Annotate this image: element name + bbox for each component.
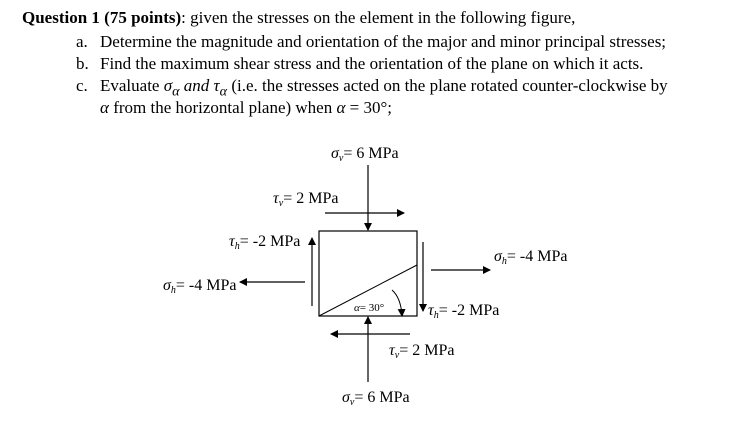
sigma-h-left-label: σh= -4 MPa: [163, 277, 236, 296]
tau-v-top-label: τv= 2 MPa: [273, 190, 338, 209]
tau-h-left-label: τh= -2 MPa: [229, 233, 300, 252]
angle-arc: [391, 289, 406, 317]
alpha-symbol: α: [100, 98, 109, 117]
item-c-label: c.: [76, 76, 88, 95]
item-c-continuation: α from the horizontal plane) when α = 30…: [100, 98, 392, 118]
item-b: b. Find the maximum shear stress and the …: [76, 54, 643, 74]
item-c-pre: Evaluate: [100, 76, 164, 95]
item-b-text: Find the maximum shear stress and the or…: [100, 54, 644, 73]
tau-h-right-label: τh= -2 MPa: [428, 302, 499, 321]
item-c-cond-text: = 30°;: [345, 98, 393, 117]
sigma-alpha-symbol: σα: [163, 76, 180, 100]
item-c-post: (i.e. the stresses acted on the plane ro…: [227, 76, 668, 95]
tau-alpha-symbol: τα: [213, 76, 228, 100]
sigma-v-bottom-label: σv= 6 MPa: [342, 389, 410, 408]
and-word: and: [179, 76, 214, 95]
tau-v-bottom-label: τv= 2 MPa: [389, 342, 454, 361]
item-a-text: Determine the magnitude and orientation …: [100, 32, 667, 51]
alpha-angle-label: α= 30°: [354, 302, 384, 314]
item-a-label: a.: [76, 32, 88, 51]
alpha-condition-symbol: α: [336, 98, 346, 117]
question-intro: : given the stresses on the element in t…: [181, 8, 576, 27]
sigma-v-top-label: σv= 6 MPa: [331, 145, 399, 164]
sigma-h-right-label: σh= -4 MPa: [494, 248, 567, 267]
question-header: Question 1 (75 points): given the stress…: [22, 8, 575, 28]
inclined-plane: [318, 264, 418, 317]
item-c: c. Evaluate σα and τα (i.e. the stresses …: [76, 76, 668, 100]
question-title: Question 1 (75 points): [22, 8, 182, 27]
item-b-label: b.: [76, 54, 89, 73]
item-a: a. Determine the magnitude and orientatio…: [76, 32, 666, 52]
item-c-cont-text: from the horizontal plane) when: [108, 98, 337, 117]
